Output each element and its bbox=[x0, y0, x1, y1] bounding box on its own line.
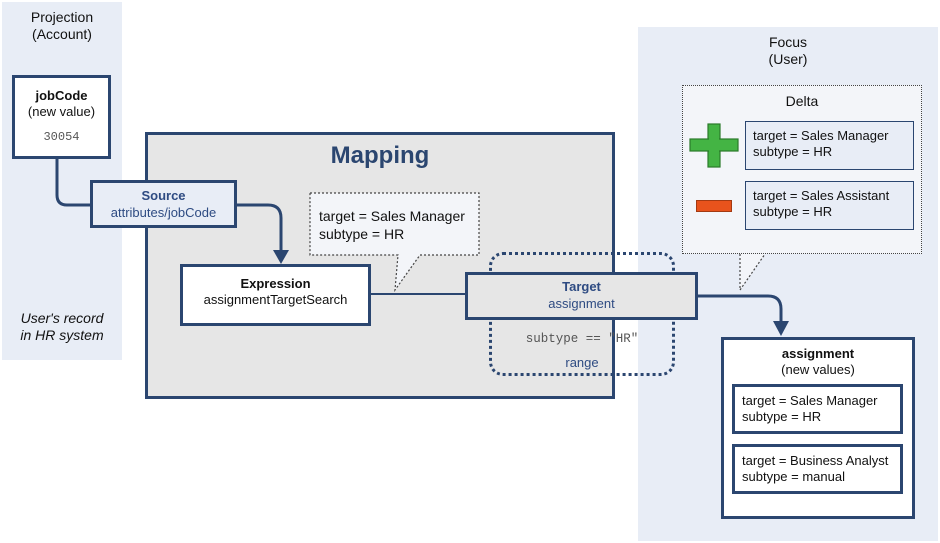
target-label: Target bbox=[562, 279, 601, 294]
expression-label: Expression bbox=[240, 276, 311, 291]
assignment-subtitle: (new values) bbox=[781, 362, 855, 377]
delta-title: Delta bbox=[785, 93, 819, 109]
expression-name: assignmentTargetSearch bbox=[203, 292, 348, 307]
projection-note-line1: User's record bbox=[20, 310, 104, 326]
focus-title-text: Focus bbox=[768, 34, 808, 50]
assignment-header: assignment (new values) bbox=[721, 346, 915, 378]
delta-plus-line1: target = Sales Manager bbox=[753, 128, 889, 143]
assignment-title: assignment bbox=[781, 346, 855, 361]
delta-plus-item: target = Sales Manager subtype = HR bbox=[745, 121, 914, 170]
source-path: attributes/jobCode bbox=[110, 205, 217, 220]
target-range-condition: subtype == "HR" bbox=[525, 332, 639, 346]
target-box: Target assignment bbox=[465, 272, 698, 320]
projection-note: User's record in HR system bbox=[2, 310, 122, 344]
jobcode-sublabel: (new value) bbox=[27, 104, 96, 119]
expression-box: Expression assignmentTargetSearch bbox=[180, 264, 371, 326]
assignment-item: target = Sales Manager subtype = HR bbox=[732, 384, 903, 434]
source-to-expression-line bbox=[236, 203, 283, 252]
assignment-item-line2: subtype = HR bbox=[742, 409, 822, 424]
mapping-title: Mapping bbox=[330, 142, 430, 169]
assignment-item-line2: subtype = manual bbox=[742, 469, 845, 484]
target-to-assignment-line bbox=[697, 294, 783, 323]
delta-minus-line1: target = Sales Assistant bbox=[753, 188, 890, 203]
target-range-label: range bbox=[565, 355, 599, 370]
jobcode-value: 30054 bbox=[43, 130, 80, 144]
source-label: Source bbox=[141, 188, 186, 203]
projection-subtitle-text: (Account) bbox=[32, 26, 92, 42]
delta-minus-line2: subtype = HR bbox=[753, 204, 833, 219]
jobcode-to-source-line bbox=[55, 157, 92, 207]
jobcode-label: jobCode bbox=[35, 88, 88, 103]
mapping-callout-line2: subtype = HR bbox=[319, 226, 405, 242]
projection-title: Projection (Account) bbox=[2, 9, 122, 43]
source-to-expression-arrowhead bbox=[273, 250, 289, 264]
mapping-callout-text: target = Sales Manager subtype = HR bbox=[319, 207, 465, 243]
delta-plus-line2: subtype = HR bbox=[753, 144, 833, 159]
minus-icon bbox=[696, 200, 732, 212]
focus-subtitle-text: (User) bbox=[768, 51, 808, 67]
assignment-item-line1: target = Business Analyst bbox=[742, 453, 889, 468]
mapping-callout-line1: target = Sales Manager bbox=[319, 208, 465, 224]
target-to-assignment-arrowhead bbox=[773, 321, 789, 336]
projection-note-line2: in HR system bbox=[20, 327, 104, 343]
projection-title-text: Projection bbox=[30, 9, 94, 25]
target-name: assignment bbox=[548, 296, 615, 311]
focus-title: Focus (User) bbox=[638, 34, 938, 68]
jobcode-box: jobCode (new value) 30054 bbox=[12, 75, 111, 159]
delta-minus-item: target = Sales Assistant subtype = HR bbox=[745, 181, 914, 230]
assignment-item-line1: target = Sales Manager bbox=[742, 393, 878, 408]
source-box: Source attributes/jobCode bbox=[90, 180, 237, 228]
assignment-item: target = Business Analyst subtype = manu… bbox=[732, 444, 903, 494]
